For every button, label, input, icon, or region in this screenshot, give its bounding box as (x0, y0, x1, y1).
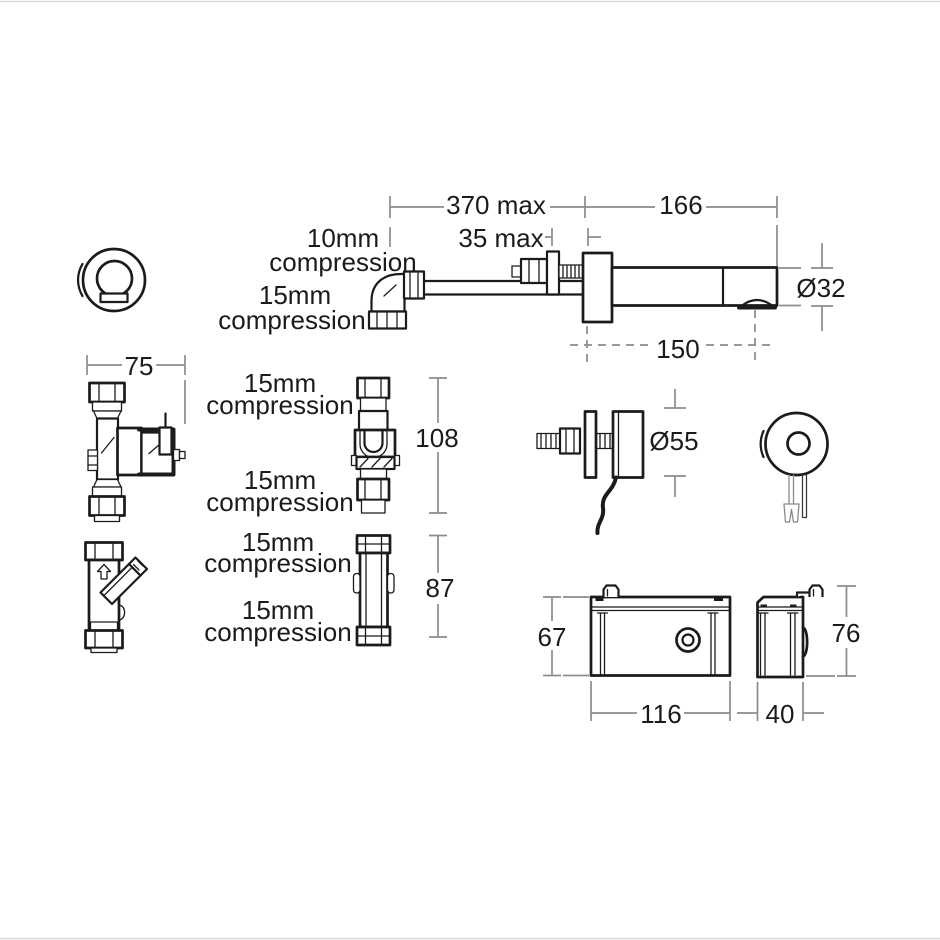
solenoid-valve-view (87, 381, 186, 523)
control-box-front-view (589, 584, 732, 677)
sensor-side-view (536, 410, 645, 535)
sensor-lead-left (788, 474, 795, 505)
label-checkvalve-top-size: 15mm (244, 368, 316, 398)
compression-nut (88, 381, 126, 404)
sensor-backplate (583, 410, 598, 479)
compression-nut (84, 629, 124, 650)
dim-height-108: 108 (415, 423, 458, 453)
dim-box-width-116: 116 (640, 699, 681, 729)
coil-terminal (158, 426, 173, 456)
control-box-side-view (756, 584, 824, 679)
dimension-labels: 370 max 166 35 max 10mm compression 15mm… (125, 190, 861, 729)
label-supply-type: compression (218, 305, 365, 335)
spout-front-view (76, 247, 147, 313)
sensor-nut (558, 427, 582, 455)
valve-block (116, 426, 143, 477)
label-checkvalve-bottom-size: 15mm (244, 465, 316, 495)
dim-length-166: 166 (659, 190, 702, 220)
isolating-valve-view (352, 534, 395, 647)
spout-depth-arc (76, 262, 84, 298)
stud-end (511, 265, 522, 278)
dim-overall-370: 370 max (446, 190, 546, 220)
check-cartridge (363, 428, 384, 454)
label-isovalve-top-size: 15mm (242, 527, 314, 557)
spout-inner-ring (95, 259, 134, 298)
fixing-nut (519, 257, 549, 285)
dim-box-depth-40: 40 (766, 699, 795, 729)
flow-arrow (96, 563, 112, 580)
sensor-face (764, 411, 829, 477)
valve-body (95, 417, 120, 481)
compression-nut (84, 541, 124, 562)
dim-wall-35: 35 max (458, 223, 543, 253)
sensor-cable (595, 475, 618, 535)
label-inlet-size: 10mm (307, 223, 379, 253)
box-button (675, 627, 701, 653)
dim-width-75: 75 (125, 351, 154, 381)
dim-box-height-67: 67 (538, 622, 567, 652)
compression-nut (356, 477, 391, 502)
label-checkvalve-bottom-type: compression (206, 487, 353, 517)
dim-height-87: 87 (426, 573, 455, 603)
dim-diameter-32: Ø32 (796, 273, 845, 303)
box-clip (795, 584, 824, 597)
strainer-valve-view (84, 541, 149, 654)
sensor-lead-right (801, 474, 808, 519)
elbow-pipe-nut (402, 270, 426, 300)
box-body (589, 595, 732, 677)
label-isovalve-bottom-type: compression (204, 617, 351, 647)
label-isovalve-bottom-size: 15mm (242, 595, 314, 625)
fixing-washer (545, 250, 561, 296)
valve-body (358, 551, 389, 629)
spout-side-view (367, 250, 779, 330)
compression-nut (356, 376, 391, 400)
dim-box-height-76: 76 (832, 618, 861, 648)
strainer-cap (127, 556, 149, 577)
dimension-lines (86, 196, 856, 721)
dim-projection-150: 150 (656, 334, 699, 364)
label-supply-size: 15mm (259, 280, 331, 310)
label-isovalve-top-type: compression (204, 548, 351, 578)
spout-barrel (610, 266, 779, 307)
sensor-fork-terminal (783, 503, 800, 523)
cable-gland (801, 626, 809, 658)
box-body (756, 595, 805, 679)
sensor-front-view (759, 411, 829, 523)
sensor-eye (786, 431, 811, 456)
sensor-depth-arc (759, 429, 765, 459)
spout-outlet (740, 298, 774, 307)
dim-diameter-55: Ø55 (649, 426, 698, 456)
spout-aerator (99, 292, 129, 304)
box-clip (602, 584, 620, 597)
label-checkvalve-top-type: compression (206, 390, 353, 420)
wall-flange (581, 251, 614, 324)
sensor-body (611, 410, 645, 479)
label-inlet-type: compression (269, 247, 416, 277)
compression-nut (88, 495, 126, 517)
check-valve-view (350, 376, 401, 514)
